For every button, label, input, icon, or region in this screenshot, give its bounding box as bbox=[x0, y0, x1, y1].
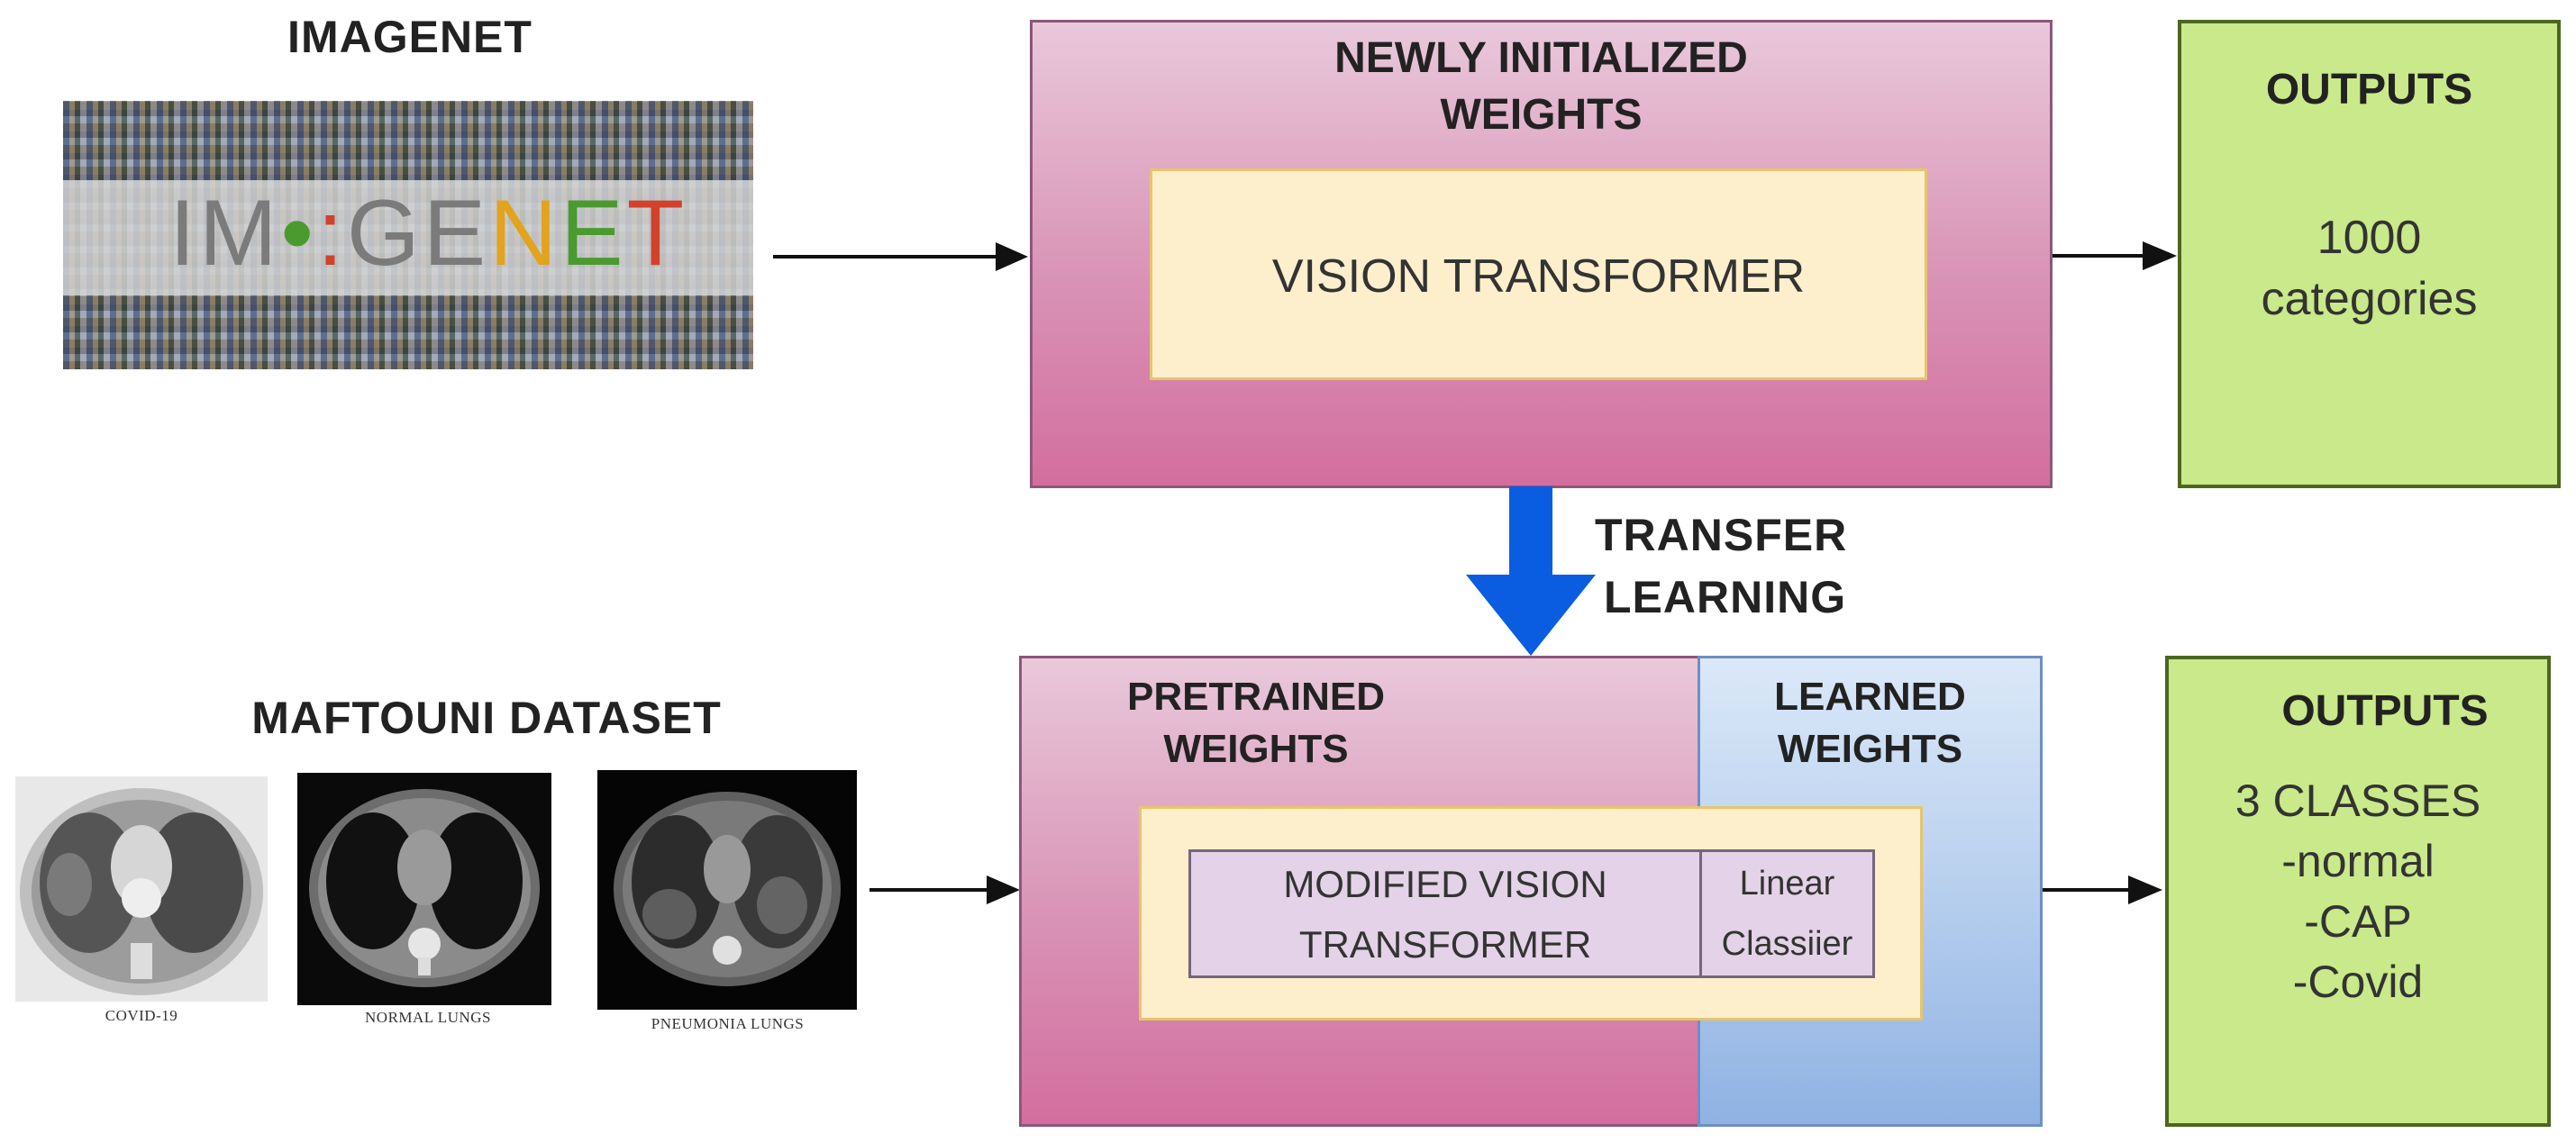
imagenet-logo-image: IM•:GENET bbox=[63, 101, 753, 369]
pretrained-weights-title: PRETRAINED WEIGHTS bbox=[1126, 675, 1386, 772]
transfer-learning-label-line1: TRANSFER bbox=[1595, 510, 1848, 560]
vision-transformer-box: VISION TRANSFORMER bbox=[1150, 168, 1927, 380]
imagenet-logo-band bbox=[63, 180, 753, 295]
transfer-learning-arrow bbox=[1466, 486, 1596, 656]
outputs-title: OUTPUTS bbox=[2265, 66, 2473, 113]
outputs-categories-label: categories bbox=[2261, 273, 2478, 325]
ct-caption-covid19: COVID-19 bbox=[105, 1007, 178, 1024]
imagenet-logo-text: IM•:GENET bbox=[169, 181, 688, 286]
ct-scan-pneumonia-lungs-image bbox=[597, 770, 857, 1010]
modified-vision-transformer-box: MODIFIED VISION TRANSFORMER bbox=[1188, 849, 1702, 978]
outputs-3-classes-label: 3 CLASSES bbox=[2235, 776, 2481, 826]
transfer-learning-label-line2: LEARNING bbox=[1604, 572, 1847, 622]
modified-vit-container: MODIFIED VISION TRANSFORMER Linear Class… bbox=[1139, 806, 1923, 1021]
arrow-vit-to-outputs bbox=[2053, 241, 2177, 270]
ct-scan-normal-lungs-image bbox=[297, 773, 551, 1005]
vision-transformer-label: VISION TRANSFORMER bbox=[1271, 250, 1806, 303]
linear-classifier-box: Linear Classiier bbox=[1699, 849, 1875, 978]
output-class-normal: -normal bbox=[2281, 836, 2435, 886]
newly-initialized-weights-title: NEWLY INITIALIZED WEIGHTS bbox=[1334, 34, 1748, 140]
outputs-1000-categories-box: OUTPUTS 1000 categories bbox=[2178, 20, 2561, 488]
outputs-3-classes-title: OUTPUTS bbox=[2281, 687, 2489, 735]
arrow-imagenet-to-vit bbox=[773, 242, 1028, 271]
imagenet-title: IMAGENET bbox=[287, 12, 532, 62]
arrow-modified-vit-to-outputs bbox=[2043, 875, 2162, 904]
outputs-3-classes-box: OUTPUTS 3 CLASSES -normal -CAP -Covid bbox=[2165, 656, 2551, 1127]
newly-initialized-weights-block: NEWLY INITIALIZED WEIGHTS VISION TRANSFO… bbox=[1030, 20, 2053, 488]
maftouni-dataset-title: MAFTOUNI DATASET bbox=[251, 693, 722, 743]
ct-scan-covid19-image bbox=[15, 776, 268, 1002]
output-class-cap: -CAP bbox=[2304, 896, 2412, 947]
ct-scan-normal-drawing bbox=[297, 773, 551, 1005]
arrow-dataset-to-modified-vit bbox=[869, 875, 1020, 904]
learned-weights-title: LEARNED WEIGHTS bbox=[1774, 675, 1966, 772]
ct-scan-covid19-drawing bbox=[15, 776, 268, 1002]
ct-scan-pneumonia-drawing bbox=[597, 770, 857, 1010]
modified-vision-transformer-label: MODIFIED VISION TRANSFORMER bbox=[1283, 863, 1607, 966]
output-class-covid: -Covid bbox=[2292, 957, 2424, 1007]
ct-caption-pneumonia-lungs: PNEUMONIA LUNGS bbox=[651, 1015, 805, 1032]
ct-caption-normal-lungs: NORMAL LUNGS bbox=[365, 1009, 491, 1026]
outputs-1000-label: 1000 bbox=[2317, 212, 2422, 264]
linear-classifier-label: Linear Classiier bbox=[1721, 865, 1853, 963]
